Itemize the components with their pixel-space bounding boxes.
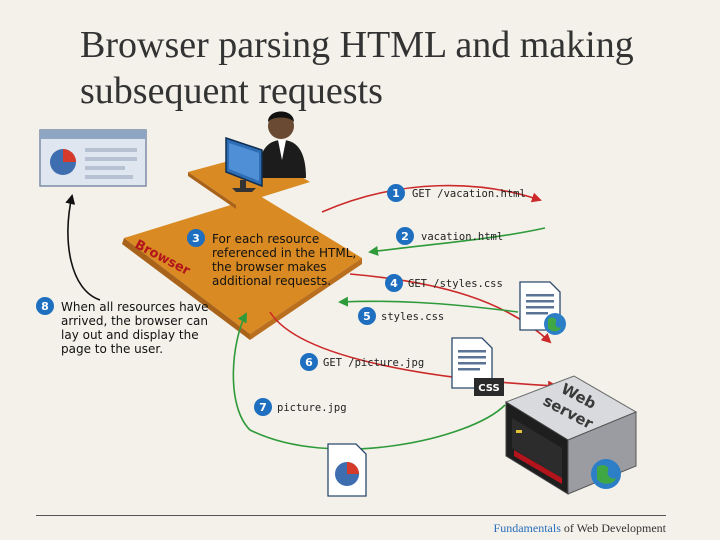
arrow-styles-css [338, 296, 519, 313]
step-1-marker: 1 [387, 184, 405, 202]
step-1-label: GET /vacation.html [412, 188, 526, 200]
user-person-icon [258, 111, 306, 178]
step-8-line-4: page to the user. [61, 342, 163, 356]
display-arrow [65, 194, 101, 301]
step-2-label: vacation.html [421, 231, 503, 243]
step-2-number: 2 [401, 230, 409, 243]
footer-divider [36, 515, 666, 516]
picture-document-icon [327, 443, 367, 497]
css-badge-label: CSS [478, 383, 499, 394]
browser-desk [122, 152, 362, 340]
footer: Fundamentals of Web Development [494, 521, 666, 536]
html-document-icon [519, 281, 566, 335]
step-3-line-4: additional requests. [212, 274, 331, 288]
footer-accent: Fundamentals [493, 521, 561, 535]
arrow-get-vacation [321, 184, 542, 213]
step-3-line-3: the browser makes [212, 260, 327, 274]
step-1-number: 1 [392, 187, 400, 200]
css-document-icon [451, 337, 504, 396]
arrow-get-picture [269, 311, 558, 391]
step-4-marker: 4 [385, 274, 403, 292]
step-3-line-1: For each resource [212, 232, 319, 246]
step-3-marker: 3 [187, 229, 205, 247]
step-7-label: picture.jpg [277, 402, 347, 414]
slide-title: Browser parsing HTML and making subseque… [80, 24, 634, 112]
step-6-marker: 6 [300, 353, 318, 371]
step-3-number: 3 [192, 232, 200, 245]
step-5-number: 5 [363, 310, 371, 323]
step-3-line-2: referenced in the HTML, [212, 246, 356, 260]
step-6-number: 6 [305, 356, 313, 369]
web-server-icon [504, 375, 638, 495]
step-8-line-2: arrived, the browser can [61, 314, 208, 328]
computer-monitor-icon [225, 136, 263, 192]
step-7-number: 7 [259, 401, 267, 414]
step-7-marker: 7 [254, 398, 272, 416]
arrow-picture-jpg [232, 312, 506, 450]
step-8-number: 8 [41, 300, 49, 313]
step-4-label: GET /styles.css [408, 278, 503, 290]
footer-rest: of Web Development [560, 521, 666, 535]
arrow-vacation-html [368, 227, 546, 256]
step-8-line-3: lay out and display the [61, 328, 199, 342]
step-8-marker: 8 [36, 297, 54, 315]
step-8-line-1: When all resources have [61, 300, 209, 314]
step-5-marker: 5 [358, 307, 376, 325]
step-4-number: 4 [390, 277, 398, 290]
rendered-page-window-icon [39, 129, 147, 187]
step-6-label: GET /picture.jpg [323, 357, 424, 369]
step-5-label: styles.css [381, 311, 444, 323]
step-2-marker: 2 [396, 227, 414, 245]
